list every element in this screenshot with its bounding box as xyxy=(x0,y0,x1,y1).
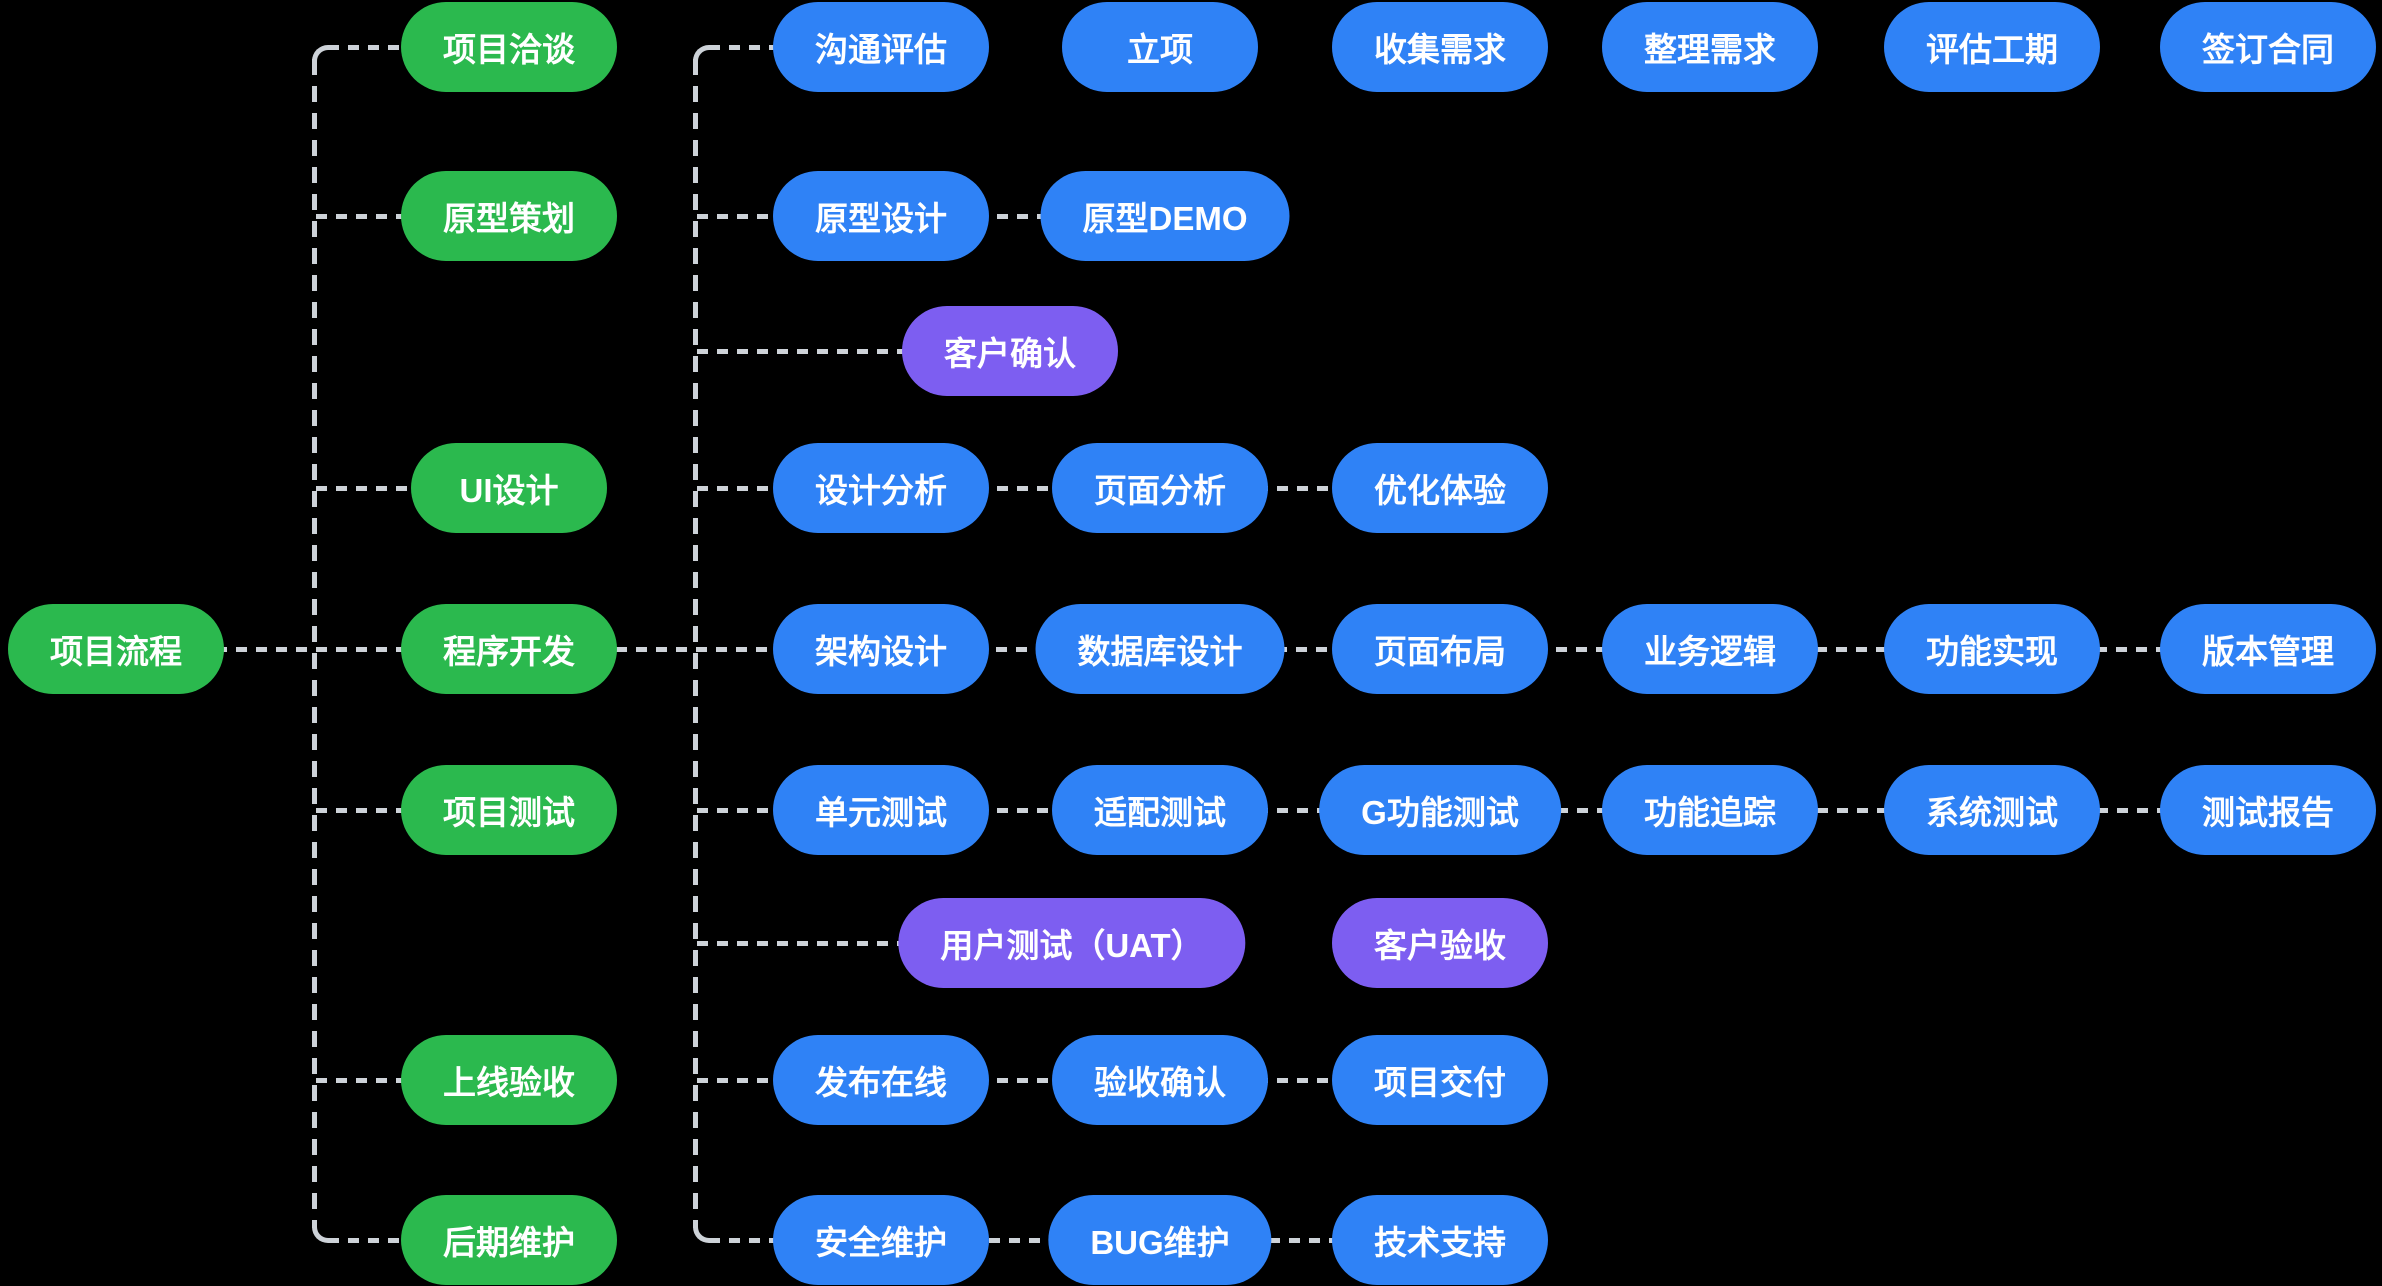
project-process[interactable]: 项目流程 xyxy=(8,604,224,694)
unit-testing[interactable]: 单元测试 xyxy=(773,765,989,855)
project-testing[interactable]: 项目测试 xyxy=(401,765,617,855)
client-acceptance[interactable]: 客户验收 xyxy=(1332,898,1548,988)
level2-rail xyxy=(311,59,317,1228)
g-function-testing[interactable]: G功能测试 xyxy=(1319,765,1561,855)
database-design[interactable]: 数据库设计 xyxy=(1035,604,1285,694)
version-control[interactable]: 版本管理 xyxy=(2160,604,2376,694)
prototype-planning[interactable]: 原型策划 xyxy=(401,171,617,261)
sign-contract[interactable]: 签订合同 xyxy=(2160,2,2376,92)
design-analysis[interactable]: 设计分析 xyxy=(773,443,989,533)
prototype-design[interactable]: 原型设计 xyxy=(773,171,989,261)
estimate-schedule[interactable]: 评估工期 xyxy=(1884,2,2100,92)
client-confirmation[interactable]: 客户确认 xyxy=(902,306,1118,396)
communication-assessment[interactable]: 沟通评估 xyxy=(773,2,989,92)
ui-design[interactable]: UI设计 xyxy=(411,443,607,533)
compatibility-testing[interactable]: 适配测试 xyxy=(1052,765,1268,855)
collect-requirements[interactable]: 收集需求 xyxy=(1332,2,1548,92)
connector-row-6 xyxy=(697,940,1072,946)
security-maintenance[interactable]: 安全维护 xyxy=(773,1195,989,1285)
prototype-demo[interactable]: 原型DEMO xyxy=(1040,171,1290,261)
test-report[interactable]: 测试报告 xyxy=(2160,765,2376,855)
optimize-experience[interactable]: 优化体验 xyxy=(1332,443,1548,533)
feature-tracking[interactable]: 功能追踪 xyxy=(1602,765,1818,855)
business-logic[interactable]: 业务逻辑 xyxy=(1602,604,1818,694)
user-testing-uat[interactable]: 用户测试（UAT） xyxy=(898,898,1246,988)
project-approval[interactable]: 立项 xyxy=(1062,2,1258,92)
program-development[interactable]: 程序开发 xyxy=(401,604,617,694)
project-delivery[interactable]: 项目交付 xyxy=(1332,1035,1548,1125)
later-maintenance[interactable]: 后期维护 xyxy=(401,1195,617,1285)
bug-maintenance[interactable]: BUG维护 xyxy=(1048,1195,1272,1285)
level3-rail-top-elbow xyxy=(692,44,711,63)
release-online[interactable]: 发布在线 xyxy=(773,1035,989,1125)
system-testing[interactable]: 系统测试 xyxy=(1884,765,2100,855)
connector-row-2 xyxy=(697,348,1010,354)
feature-implementation[interactable]: 功能实现 xyxy=(1884,604,2100,694)
level2-rail-bottom-elbow xyxy=(311,1224,330,1243)
page-analysis[interactable]: 页面分析 xyxy=(1052,443,1268,533)
level2-rail-top-elbow xyxy=(311,44,330,63)
architecture-design[interactable]: 架构设计 xyxy=(773,604,989,694)
level3-rail xyxy=(692,59,698,1228)
level3-rail-bottom-elbow xyxy=(692,1224,711,1243)
launch-acceptance[interactable]: 上线验收 xyxy=(401,1035,617,1125)
acceptance-confirmation[interactable]: 验收确认 xyxy=(1052,1035,1268,1125)
technical-support[interactable]: 技术支持 xyxy=(1332,1195,1548,1285)
organize-requirements[interactable]: 整理需求 xyxy=(1602,2,1818,92)
project-negotiation[interactable]: 项目洽谈 xyxy=(401,2,617,92)
page-layout[interactable]: 页面布局 xyxy=(1332,604,1548,694)
